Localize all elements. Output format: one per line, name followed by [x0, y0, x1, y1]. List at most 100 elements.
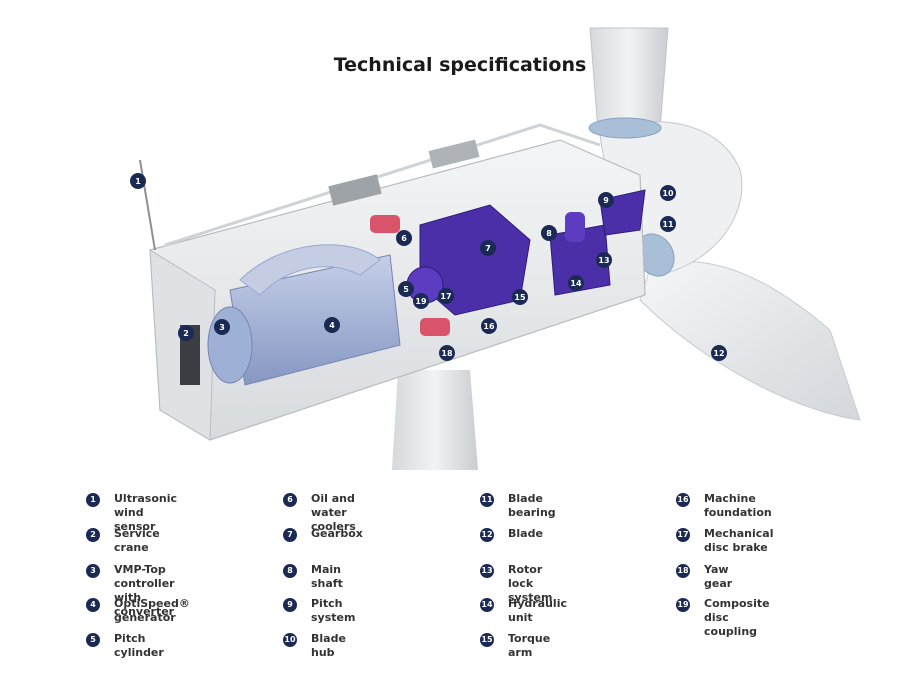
svg-text:8: 8 — [546, 229, 552, 238]
callout-19: 19 — [413, 293, 429, 309]
legend-label: Service crane — [114, 527, 160, 554]
svg-text:5: 5 — [403, 285, 409, 294]
callout-7: 7 — [480, 240, 496, 256]
legend-number-badge: 2 — [86, 528, 100, 542]
svg-text:4: 4 — [329, 321, 335, 330]
legend-number-badge: 9 — [283, 598, 297, 612]
legend-number-badge: 1 — [86, 493, 100, 507]
svg-text:19: 19 — [415, 297, 427, 306]
page-title: Technical specifications — [333, 54, 587, 76]
legend-item: 16 Machine foundation — [676, 492, 772, 520]
legend-number-badge: 8 — [283, 564, 297, 578]
callout-9: 9 — [598, 192, 614, 208]
upper-blade — [589, 27, 669, 131]
svg-text:16: 16 — [483, 322, 495, 331]
svg-text:9: 9 — [603, 196, 609, 205]
legend-label: Gearbox — [311, 527, 363, 540]
legend-number-badge: 13 — [480, 564, 494, 578]
svg-text:14: 14 — [570, 279, 582, 288]
callout-15: 15 — [512, 289, 528, 305]
legend-item: 5 Pitch cylinder — [86, 632, 164, 660]
legend-label: Machine foundation — [704, 492, 772, 519]
legend-label: Main shaft — [311, 563, 343, 590]
legend-item: 17 Mechanical disc brake — [676, 527, 774, 555]
callout-13: 13 — [596, 252, 612, 268]
callout-4: 4 — [324, 317, 340, 333]
svg-text:17: 17 — [440, 292, 451, 301]
legend-number-badge: 11 — [480, 493, 494, 507]
turbine-nacelle-illustration: 1 2 3 4 5 6 7 8 9 10 11 12 13 14 15 16 1… — [130, 27, 861, 470]
legend-label: Ultrasonic wind sensor — [114, 492, 178, 533]
legend-item: 18 Yaw gear — [676, 563, 732, 591]
callout-1: 1 — [130, 173, 146, 189]
hydraulic-unit-shape — [549, 212, 611, 296]
callout-3: 3 — [214, 319, 230, 335]
legend-label: Oil and water coolers — [311, 492, 356, 533]
legend-label: OptiSpeed® generator — [114, 597, 190, 624]
callout-14: 14 — [568, 275, 584, 291]
legend-label: Blade bearing — [508, 492, 556, 519]
svg-text:12: 12 — [713, 349, 724, 358]
legend-item: 11 Blade bearing — [480, 492, 556, 520]
callout-10: 10 — [660, 185, 676, 201]
legend-item: 13 Rotor lock system — [480, 563, 552, 605]
legend-number-badge: 5 — [86, 633, 100, 647]
callout-5: 5 — [398, 281, 414, 297]
callout-16: 16 — [481, 318, 497, 334]
svg-text:3: 3 — [219, 323, 225, 332]
svg-text:7: 7 — [485, 244, 491, 253]
legend-number-badge: 14 — [480, 598, 494, 612]
legend-number-badge: 18 — [676, 564, 690, 578]
legend-item: 2 Service crane — [86, 527, 160, 555]
callout-markers: 1 2 3 4 5 6 7 8 9 10 11 12 13 14 15 16 1… — [130, 173, 727, 361]
svg-text:13: 13 — [598, 256, 609, 265]
callout-18: 18 — [439, 345, 455, 361]
legend-label: Composite disc coupling — [704, 597, 770, 638]
callout-17: 17 — [438, 288, 454, 304]
legend-number-badge: 16 — [676, 493, 690, 507]
legend-item: 15 Torque arm — [480, 632, 550, 660]
legend-item: 8 Main shaft — [283, 563, 343, 591]
legend-item: 10 Blade hub — [283, 632, 346, 660]
wind-sensor-mast — [139, 159, 156, 251]
callout-11: 11 — [660, 216, 676, 232]
legend-number-badge: 6 — [283, 493, 297, 507]
callout-8: 8 — [541, 225, 557, 241]
legend-number-badge: 17 — [676, 528, 690, 542]
legend-number-badge: 4 — [86, 598, 100, 612]
svg-text:1: 1 — [135, 177, 141, 186]
tower — [392, 370, 478, 470]
legend-label: Mechanical disc brake — [704, 527, 774, 554]
legend-label: Pitch system — [311, 597, 356, 624]
callout-2: 2 — [178, 325, 194, 341]
legend-number-badge: 3 — [86, 564, 100, 578]
callout-6: 6 — [396, 230, 412, 246]
component-legend: 1 Ultrasonic wind sensor 2 Service crane 3… — [86, 490, 886, 660]
legend-label: Hydraulic unit — [508, 597, 567, 624]
legend-label: Blade hub — [311, 632, 346, 659]
svg-text:10: 10 — [662, 189, 674, 198]
svg-text:2: 2 — [183, 329, 189, 338]
callout-12: 12 — [711, 345, 727, 361]
svg-text:18: 18 — [441, 349, 453, 358]
legend-number-badge: 12 — [480, 528, 494, 542]
legend-item: 14 Hydraulic unit — [480, 597, 567, 625]
legend-label: Rotor lock system — [508, 563, 553, 604]
svg-text:6: 6 — [401, 234, 407, 243]
legend-item: 9 Pitch system — [283, 597, 355, 625]
legend-item: 6 Oil and water coolers — [283, 492, 356, 534]
legend-label: Torque arm — [508, 632, 551, 659]
legend-item: 1 Ultrasonic wind sensor — [86, 492, 177, 534]
gearbox-shape — [406, 204, 531, 316]
legend-number-badge: 10 — [283, 633, 297, 647]
legend-number-badge: 15 — [480, 633, 494, 647]
svg-text:15: 15 — [514, 293, 526, 302]
lower-blade — [639, 261, 861, 421]
legend-label: Pitch cylinder — [114, 632, 164, 659]
legend-label: Yaw gear — [704, 563, 733, 590]
coolers-shape — [370, 215, 450, 336]
legend-item: 4 OptiSpeed® generator — [86, 597, 190, 625]
